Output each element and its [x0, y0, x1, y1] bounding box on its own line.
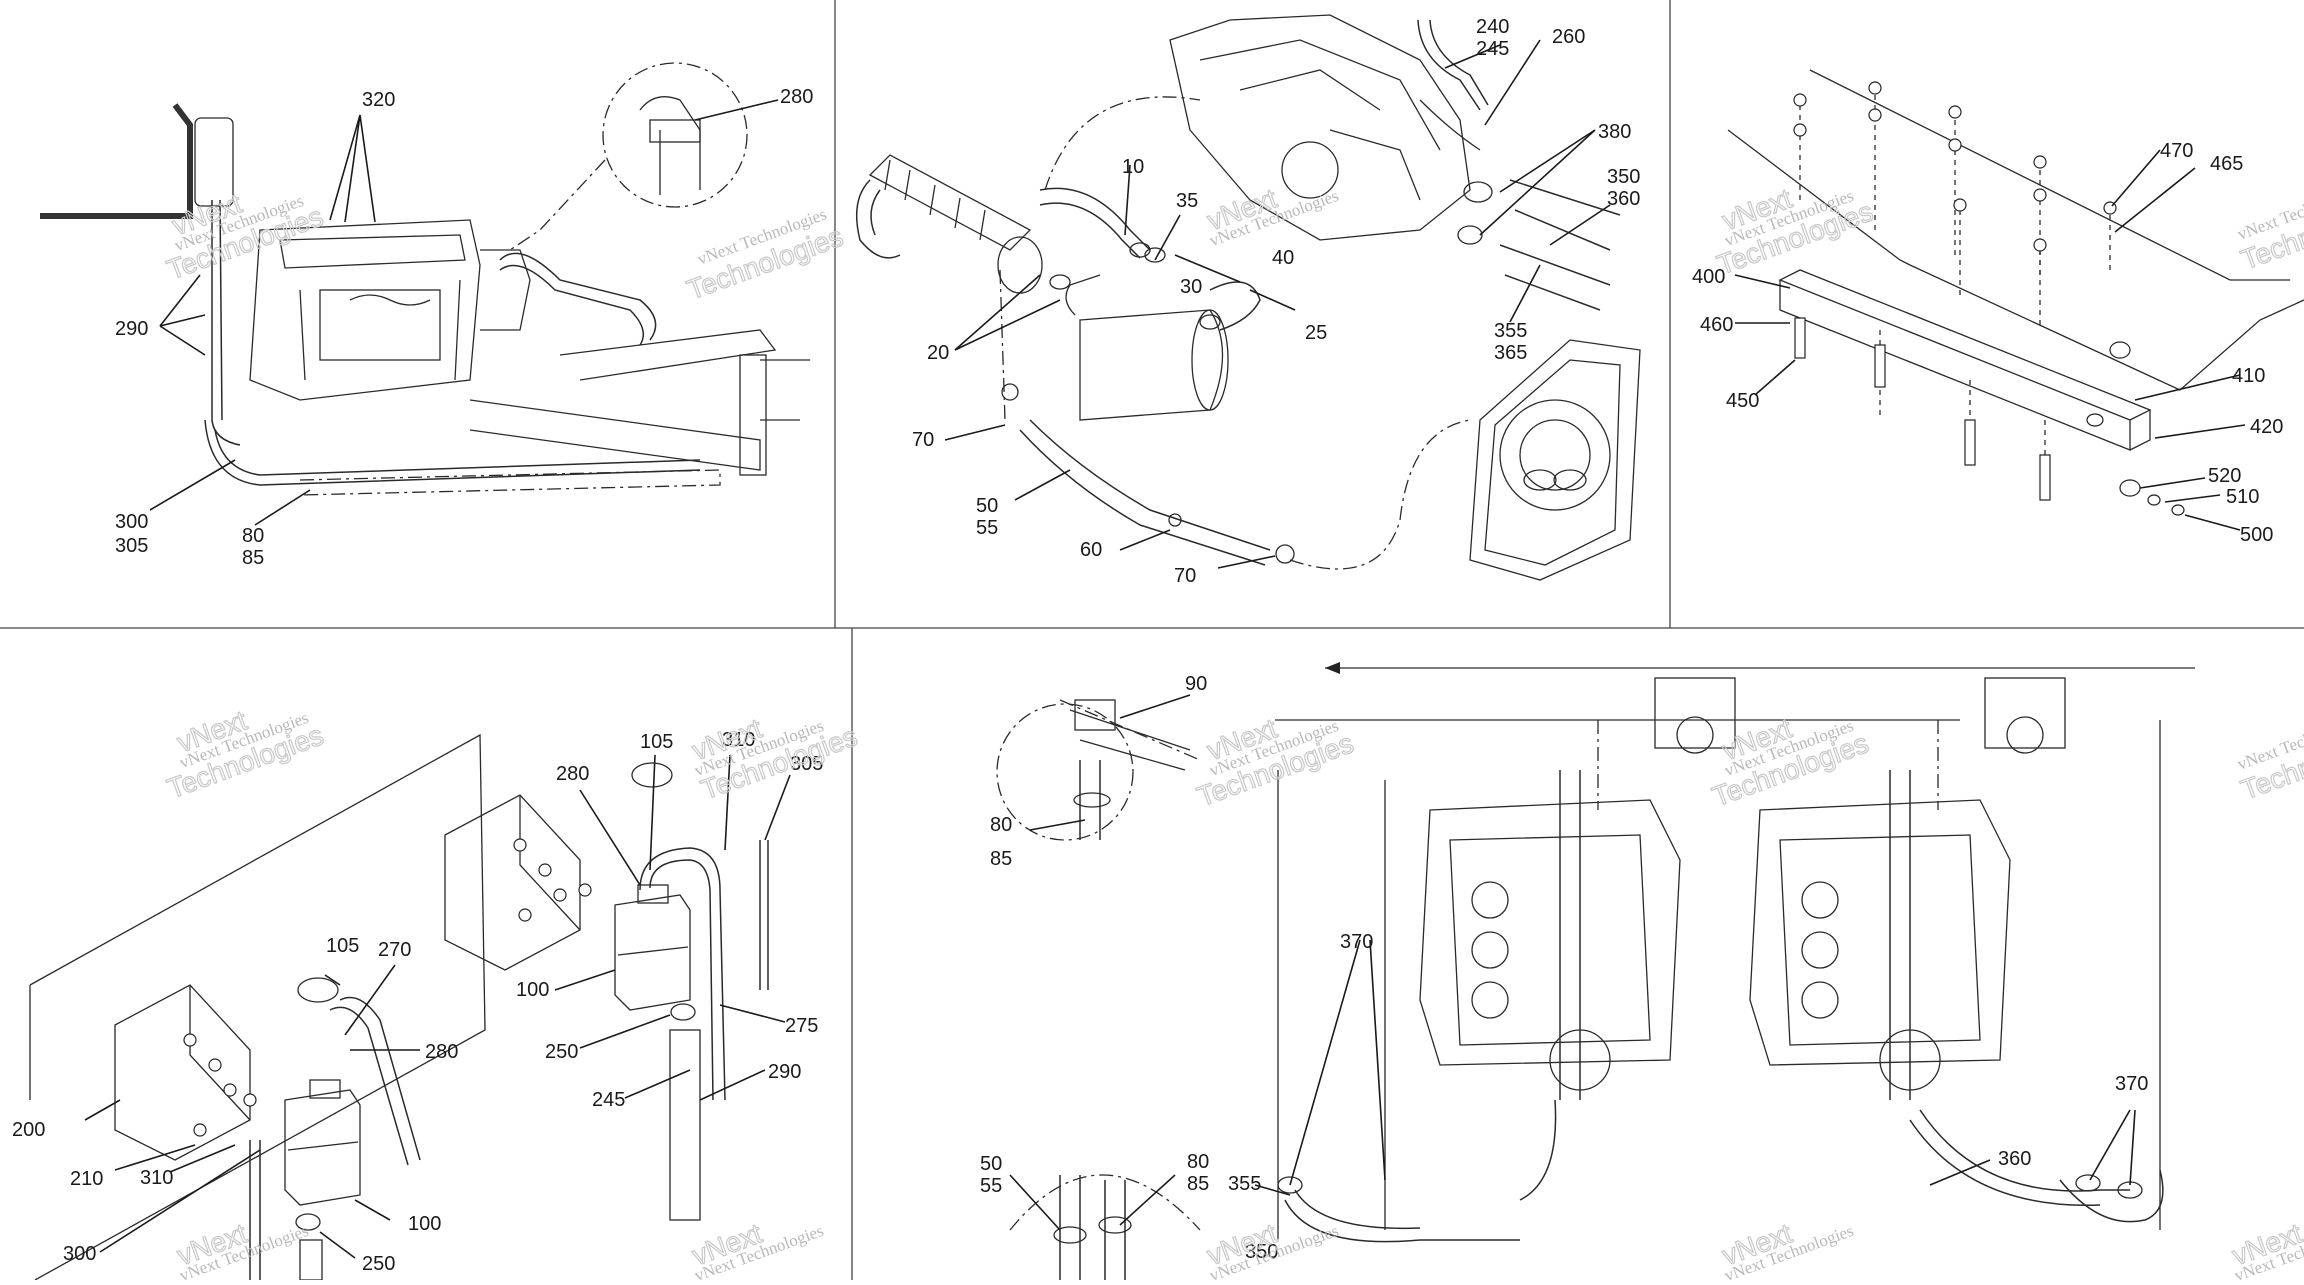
watermark: vNext Technologies Technologies [2235, 179, 2304, 276]
callout-300: 300 [63, 1243, 96, 1265]
callout-250-upper: 250 [545, 1041, 578, 1063]
watermark: vNext Technologies Technologies [682, 204, 847, 306]
callout-80-lower: 80 [1187, 1151, 1209, 1173]
callout-370-right: 370 [2115, 1073, 2148, 1095]
watermark: vNext vNext Technologies [1202, 182, 1341, 250]
callout-300: 300 [115, 511, 148, 533]
callout-305: 305 [115, 535, 148, 557]
callout-200: 200 [12, 1119, 45, 1141]
callout-370-left: 370 [1340, 931, 1373, 953]
callout-85-lower: 85 [1187, 1173, 1209, 1195]
watermark: vNext Technologies Technologies [2235, 709, 2304, 806]
callout-20: 20 [927, 342, 949, 364]
callout-70-lower: 70 [1174, 565, 1196, 587]
watermark: vNext vNext Technologies Technologies [687, 712, 861, 806]
callout-350: 350 [1607, 166, 1640, 188]
callout-310-upper: 310 [722, 729, 755, 751]
callout-510: 510 [2226, 486, 2259, 508]
callout-10: 10 [1122, 156, 1144, 178]
callout-280: 280 [780, 86, 813, 108]
callout-355: 355 [1494, 320, 1527, 342]
callout-90: 90 [1185, 673, 1207, 695]
callout-260: 260 [1552, 26, 1585, 48]
callout-105-lower: 105 [326, 935, 359, 957]
callout-275: 275 [785, 1015, 818, 1037]
callout-100-upper: 100 [516, 979, 549, 1001]
callout-360: 360 [1998, 1148, 2031, 1170]
watermark: vNext vNext Technologies [1202, 1217, 1341, 1285]
callout-360: 360 [1607, 188, 1640, 210]
callout-240: 240 [1476, 16, 1509, 38]
callout-70-upper: 70 [912, 429, 934, 451]
callout-465: 465 [2210, 153, 2243, 175]
watermark: vNext vNext Technologies [1717, 1217, 1856, 1285]
watermark: vNext vNext Technologies [172, 1217, 311, 1285]
panel-bracket-hardware: 470 465 400 460 450 410 420 520 510 500 [1692, 69, 2304, 546]
callout-280-lower: 280 [425, 1041, 458, 1063]
callout-520: 520 [2208, 465, 2241, 487]
callout-400: 400 [1692, 266, 1725, 288]
callout-290: 290 [768, 1061, 801, 1083]
callout-500: 500 [2240, 524, 2273, 546]
panel-engine-overview: 320 280 290 300 305 80 85 [40, 62, 813, 569]
callout-40: 40 [1272, 247, 1294, 269]
callout-55: 55 [976, 517, 998, 539]
watermarks: vNext vNext Technologies Technologies vN… [162, 179, 2304, 1285]
callout-245: 245 [1476, 38, 1509, 60]
watermark: vNext vNext Technologies Technologies [1708, 712, 1873, 813]
callout-365: 365 [1494, 342, 1527, 364]
callout-305: 305 [790, 753, 823, 775]
callout-310-lower: 310 [140, 1167, 173, 1189]
panel-cooling-hoses: 240 245 260 380 350 360 355 365 10 35 30… [855, 14, 1641, 587]
watermark: vNext vNext Technologies Technologies [163, 704, 328, 805]
callout-470: 470 [2160, 140, 2193, 162]
callout-290: 290 [115, 318, 148, 340]
callout-410: 410 [2232, 365, 2265, 387]
callout-55: 55 [980, 1175, 1002, 1197]
callout-25: 25 [1305, 322, 1327, 344]
callout-60: 60 [1080, 539, 1102, 561]
callout-100-lower: 100 [408, 1213, 441, 1235]
watermark: vNext vNext Technologies [2227, 1217, 2304, 1285]
callout-85-upper: 85 [990, 848, 1012, 870]
callout-50: 50 [980, 1153, 1002, 1175]
watermark: vNext vNext Technologies Technologies [1193, 712, 1358, 813]
callout-350: 350 [1245, 1241, 1278, 1263]
callout-270: 270 [378, 939, 411, 961]
panel-coolant-reservoirs: 105 310 305 280 100 250 275 245 290 105 … [12, 729, 823, 1281]
callout-80: 80 [242, 525, 264, 547]
callout-245: 245 [592, 1089, 625, 1111]
callout-80-upper: 80 [990, 814, 1012, 836]
callout-355: 355 [1228, 1173, 1261, 1195]
callout-460: 460 [1700, 314, 1733, 336]
callout-250-lower: 250 [362, 1253, 395, 1275]
callout-380: 380 [1598, 121, 1631, 143]
callout-320: 320 [362, 89, 395, 111]
watermark: vNext vNext Technologies Technologies [1712, 182, 1877, 281]
callout-105-upper: 105 [640, 731, 673, 753]
callout-280-upper: 280 [556, 763, 589, 785]
callout-450: 450 [1726, 390, 1759, 412]
watermark: vNext vNext Technologies [687, 1217, 826, 1285]
callout-50: 50 [976, 495, 998, 517]
callout-420: 420 [2250, 416, 2283, 438]
callout-30: 30 [1180, 276, 1202, 298]
callout-210: 210 [70, 1168, 103, 1190]
callout-85: 85 [242, 547, 264, 569]
callout-35: 35 [1176, 190, 1198, 212]
panel-twin-engine-routing: 90 80 85 370 370 360 50 55 80 85 355 350 [980, 662, 2195, 1280]
